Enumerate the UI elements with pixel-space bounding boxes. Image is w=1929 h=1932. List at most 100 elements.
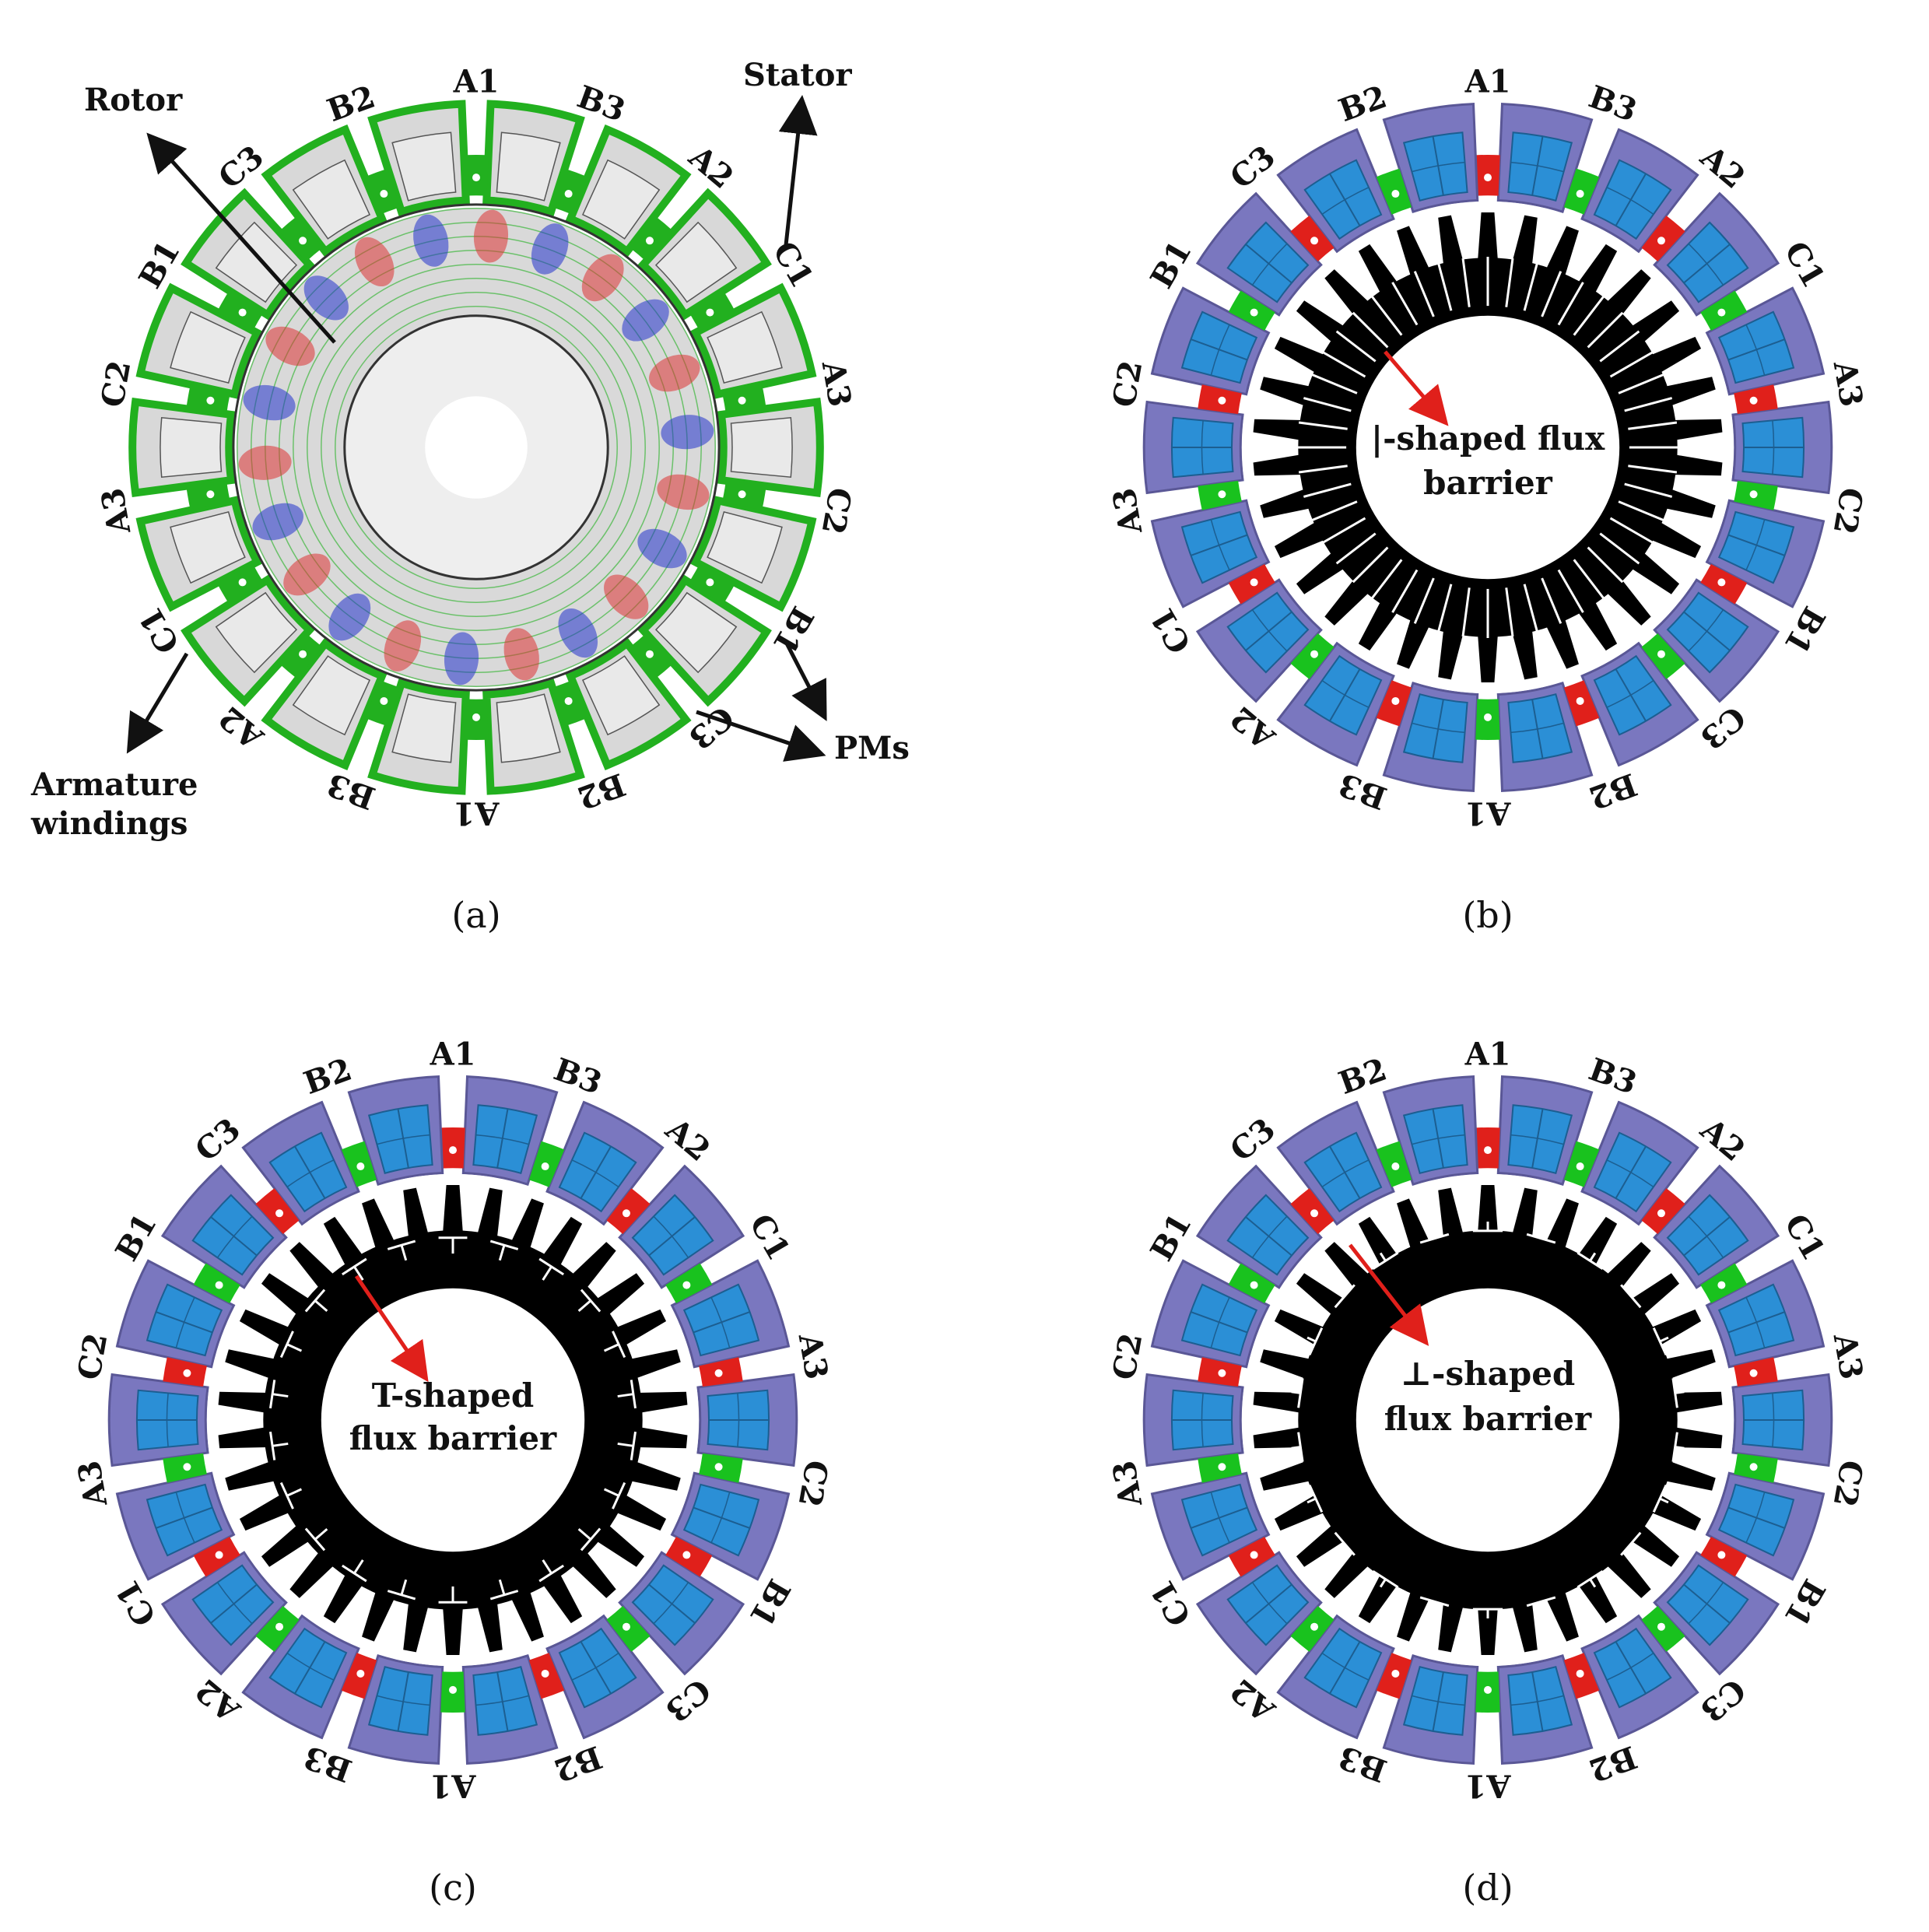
rotor-tooth <box>1296 300 1345 344</box>
coil-layer-line <box>175 1297 195 1348</box>
barrier-crossbar <box>279 1331 294 1359</box>
rotor-tooth <box>289 1551 335 1598</box>
rotor-tooth <box>225 1349 277 1379</box>
coil-layer-line <box>1772 1393 1775 1447</box>
magnet-direction-mark <box>1218 1463 1226 1471</box>
coil-layer-line <box>1745 324 1766 376</box>
slot-label: C2 <box>1826 1457 1871 1509</box>
slot-label: B1 <box>765 601 821 661</box>
magnet-direction-mark <box>1749 1369 1758 1377</box>
rotor-tooth <box>1650 1494 1702 1531</box>
winding-coil <box>558 1131 637 1213</box>
i-barrier <box>1587 311 1624 349</box>
coil-layer-line <box>1745 519 1766 570</box>
i-barrier <box>1352 311 1389 349</box>
magnet-direction-mark <box>449 1685 457 1694</box>
i-barrier <box>1461 587 1471 637</box>
magnet-direction-mark <box>1484 174 1492 182</box>
armature-label-line1: Armature <box>30 766 198 803</box>
barrier-stem <box>286 1488 303 1497</box>
slot-label: B2 <box>299 1051 356 1102</box>
flux-barriers-d <box>1291 1222 1685 1618</box>
barrier-stem <box>1540 1601 1545 1611</box>
caption-b: (b) <box>1462 894 1513 936</box>
magnet-direction-mark <box>564 190 573 198</box>
coil-layer-line <box>1321 679 1370 708</box>
air-gap <box>1241 201 1734 694</box>
barrier-label-b-line1: |-shaped flux <box>1371 419 1605 458</box>
slot-label: B2 <box>1334 1051 1391 1102</box>
winding-coil <box>391 131 457 202</box>
coil-layer-line <box>475 1134 529 1145</box>
slot-label: B1 <box>108 1208 164 1268</box>
coil-layer-line <box>1510 1134 1564 1145</box>
barrier-crossbar <box>1620 1531 1642 1556</box>
flux-density-spot <box>558 608 598 658</box>
magnet-direction-mark <box>472 174 480 182</box>
i-barrier <box>1587 546 1624 584</box>
coil-layer-line <box>377 1134 430 1145</box>
magnet-direction-mark <box>714 1463 723 1471</box>
machine-a <box>128 100 824 795</box>
barrier-stem <box>400 1244 408 1261</box>
coil-layer-line <box>1210 324 1230 376</box>
magnet-direction-mark <box>738 396 746 405</box>
rotor-tooth <box>1438 628 1464 680</box>
rotor-tooth <box>1672 1427 1723 1449</box>
rotor-tooth <box>1664 1461 1716 1491</box>
rotor-tooth <box>1296 1273 1345 1317</box>
i-barrier <box>1322 351 1366 378</box>
magnet-direction-mark <box>1657 650 1665 658</box>
i-barrier <box>1298 421 1348 430</box>
i-barrier <box>1461 258 1471 307</box>
barrier-crossbar <box>1671 1378 1678 1408</box>
winding-coil <box>170 310 246 384</box>
slot-label: C3 <box>1693 1671 1752 1729</box>
rotor-tooth <box>323 1216 364 1268</box>
barrier-stem <box>1589 1252 1597 1261</box>
i-barrier <box>1303 397 1352 412</box>
slot-label: C1 <box>742 1208 798 1266</box>
magnet-direction-mark <box>1484 1685 1492 1694</box>
slot-label: C1 <box>1144 601 1199 659</box>
magnet-direction-mark <box>1391 1669 1400 1678</box>
slot-label: C3 <box>682 699 741 756</box>
coil-layer-line <box>475 1695 529 1706</box>
i-barrier <box>1391 569 1419 613</box>
i-barrier <box>1609 517 1654 544</box>
magnet-direction-mark <box>1576 1162 1584 1171</box>
slot-label: A2 <box>1693 1110 1752 1168</box>
magnet-direction-mark <box>449 1146 457 1155</box>
rotor-tooth <box>1512 628 1538 680</box>
barrier-stem <box>1291 1446 1300 1450</box>
winding-coil <box>1593 159 1672 240</box>
magnet-direction-mark <box>1310 650 1319 658</box>
winding-coil <box>268 1627 348 1709</box>
winding-coil <box>707 511 783 584</box>
winding-coil <box>391 693 457 763</box>
i-barrier <box>1322 517 1366 544</box>
machine-c <box>107 1075 798 1765</box>
magnet-direction-mark <box>622 1209 630 1218</box>
rotor-tooth <box>261 1524 310 1567</box>
winding-coil <box>1593 654 1672 736</box>
magnet-direction-mark <box>1749 490 1758 499</box>
slot-label: C3 <box>212 139 271 196</box>
air-gap <box>232 203 721 692</box>
barrier-stem <box>498 1579 506 1596</box>
slot-label: A2 <box>1223 699 1282 756</box>
barrier-crossbar <box>279 1481 294 1509</box>
rotor-tooth <box>1253 1427 1303 1449</box>
magnet-direction-mark <box>238 578 247 587</box>
rotor-tooth <box>1545 1590 1579 1642</box>
barrier-label-d-line2: flux barrier <box>1384 1400 1592 1438</box>
barrier-crossbar <box>269 1380 276 1409</box>
i-barrier <box>1523 262 1538 311</box>
magnet-direction-mark <box>541 1669 549 1678</box>
slot-label: B1 <box>742 1573 798 1633</box>
coil-layer-line <box>1251 1215 1288 1258</box>
rotor-tooth <box>1397 617 1430 669</box>
barrier-crossbar <box>612 1481 626 1509</box>
barrier-stem <box>1675 1446 1685 1450</box>
